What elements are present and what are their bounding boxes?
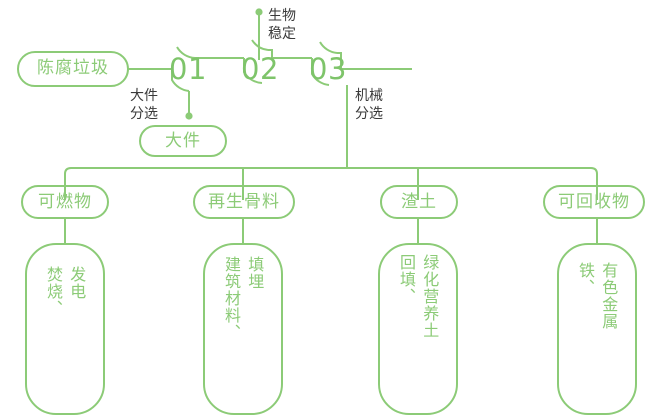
callout-dot-bulky — [185, 112, 193, 120]
stage03-arc-bottom — [311, 58, 330, 86]
use-text-4-col1: 铁、 — [576, 262, 595, 296]
annotation-stage03-line1: 机械 — [355, 88, 383, 104]
output-pill-label-2: 再生骨料 — [208, 192, 280, 212]
use-box-3 — [378, 243, 458, 415]
output-pill-label-4: 可回收物 — [558, 192, 630, 212]
use-text-3: 回填、 绿化营养土 — [379, 254, 457, 416]
use-text-2: 建筑材料、 填埋 — [204, 256, 282, 416]
stage02-arc-bottom — [243, 58, 263, 84]
source-label: 陈腐垃圾 — [37, 58, 109, 78]
annotation-stage01-line2: 分选 — [130, 105, 158, 122]
use-text-3-col1: 回填、 — [397, 254, 416, 305]
use-text-3-col2: 绿化营养土 — [420, 254, 440, 339]
callout-dot-biostable — [255, 8, 263, 16]
output-pill-label-1: 可燃物 — [38, 192, 92, 212]
distribution-bus — [64, 167, 598, 200]
annotation-stage01: 大件 分选 — [130, 88, 158, 124]
use-text-1-col2: 发电 — [67, 266, 87, 300]
use-box-4 — [557, 243, 637, 415]
use-text-4: 铁、 有色金属 — [558, 262, 636, 412]
link-stage02-stage03 — [268, 49, 312, 59]
stage-number-03: 03 — [309, 52, 347, 86]
output-pill-2 — [193, 185, 295, 219]
output-pill-3 — [380, 185, 458, 219]
link-stage03-tail — [337, 52, 412, 70]
use-box-2 — [203, 243, 283, 415]
stage01-arc-top — [176, 46, 196, 59]
annotation-stage03-line2: 分选 — [355, 105, 383, 122]
use-text-2-col2: 填埋 — [245, 256, 265, 290]
source-pill — [17, 51, 129, 87]
use-text-4-col2: 有色金属 — [599, 262, 619, 330]
stage03-arc-top — [319, 41, 338, 54]
bulky-output-label: 大件 — [165, 131, 201, 151]
stage-number-01: 01 — [169, 52, 207, 86]
output-pill-label-3: 渣土 — [401, 192, 437, 212]
stage-number-02: 02 — [241, 52, 279, 86]
use-box-1 — [25, 243, 105, 415]
annotation-stage02-line1: 生物 — [268, 8, 296, 24]
annotation-stage02: 生物 稳定 — [268, 8, 296, 44]
output-pill-4 — [543, 185, 645, 219]
use-text-1: 焚烧、 发电 — [26, 266, 104, 406]
stage01-arc-bottom — [171, 69, 190, 92]
bulky-output-pill — [139, 125, 227, 157]
use-text-1-col1: 焚烧、 — [44, 266, 63, 317]
annotation-stage03: 机械 分选 — [355, 88, 383, 124]
annotation-stage02-line2: 稳定 — [268, 25, 296, 42]
annotation-stage01-line1: 大件 — [130, 88, 158, 104]
output-pill-1 — [21, 185, 109, 219]
use-text-2-col1: 建筑材料、 — [222, 256, 241, 341]
